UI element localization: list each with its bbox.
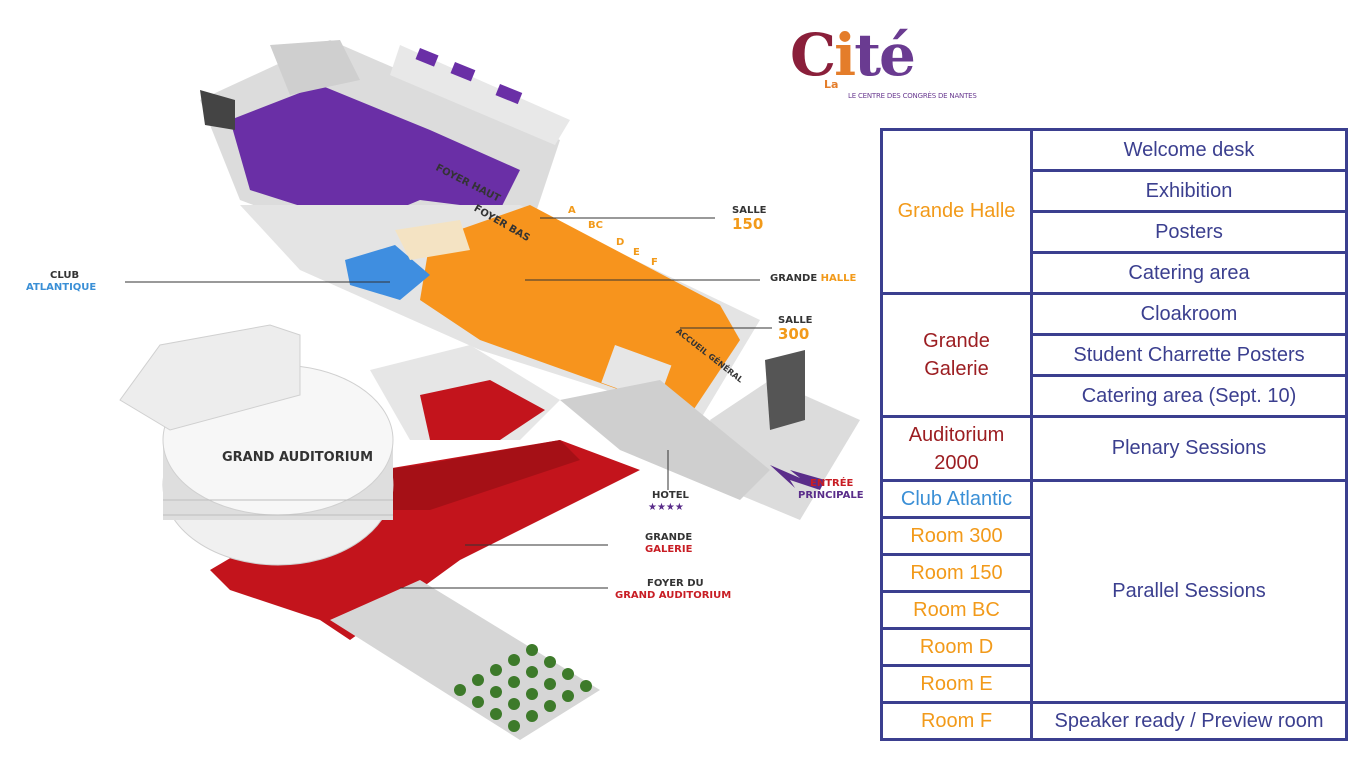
entrance-arrow-icon — [770, 465, 825, 490]
logo-subtitle: LE CENTRE DES CONGRÈS DE NANTES — [848, 92, 977, 100]
room-letter-e: E — [633, 247, 640, 258]
lower-room-red — [420, 380, 545, 440]
club-atlantique-zone — [345, 245, 430, 300]
activity-parallel-sessions: Parallel Sessions — [1030, 479, 1348, 704]
room-letter-a: A — [568, 205, 576, 216]
table-row: Room E — [880, 664, 1347, 704]
table-row: Room 300 — [880, 516, 1347, 556]
venue-room-150: Room 150 — [880, 553, 1033, 593]
salle-300-label: SALLE 300 — [778, 315, 813, 343]
grande-galerie-label: GRANDE GALERIE — [645, 532, 693, 555]
table-row: Grande Galerie Cloakroom — [880, 292, 1348, 418]
table-row: Student Charrette Posters — [882, 333, 1348, 377]
table-row: Catering area — [882, 251, 1348, 295]
floor-plan-drawing — [119, 40, 860, 740]
activity-exhibition: Exhibition — [1030, 169, 1348, 213]
garden-walkway — [330, 580, 600, 740]
activity-catering-area: Catering area — [1030, 251, 1348, 295]
room-letter-f: F — [651, 257, 658, 268]
la-cite-logo: Cité La LE CENTRE DES CONGRÈS DE NANTES — [790, 22, 1000, 104]
room-letter-d: D — [616, 237, 625, 248]
hotel-stars-icon: ★★★★ — [648, 502, 684, 513]
activity-student-charrette-posters: Student Charrette Posters — [1030, 333, 1348, 377]
garden-trees — [454, 644, 592, 732]
grande-halle-label: GRANDE HALLE — [770, 273, 857, 284]
activity-welcome-desk: Welcome desk — [1030, 128, 1348, 172]
activity-plenary-sessions: Plenary Sessions — [1030, 415, 1348, 482]
venue-club-atlantic: Club Atlantic — [880, 479, 1033, 519]
activity-posters: Posters — [1030, 210, 1348, 254]
label-leader-lines — [125, 217, 772, 589]
venue-room-e: Room E — [880, 664, 1033, 704]
venue-room-300: Room 300 — [880, 516, 1033, 556]
table-row: Posters — [882, 210, 1348, 254]
logo-la: La — [824, 78, 839, 91]
table-row: Room D — [880, 627, 1347, 667]
grande-galerie-zone — [210, 440, 640, 640]
room-letter-bc: BC — [588, 220, 603, 231]
table-row: Auditorium 2000 Plenary Sessions — [880, 415, 1348, 482]
entree-principale-label: ENTRÉE PRINCIPALE — [798, 478, 864, 501]
logo-wordmark: Cité — [790, 21, 916, 89]
venue-room-d: Room D — [880, 627, 1033, 667]
table-row: Grande Halle Welcome desk — [880, 128, 1348, 295]
hotel-block — [560, 380, 770, 500]
activity-cloakroom: Cloakroom — [1030, 292, 1348, 336]
upper-block — [270, 40, 360, 95]
table-row: Room 150 — [880, 553, 1347, 593]
activity-speaker-ready: Speaker ready / Preview room — [1030, 701, 1348, 741]
upper-wall — [200, 90, 235, 130]
foyer-grand-auditorium-label: FOYER DU GRAND AUDITORIUM — [615, 578, 732, 601]
grand-auditorium-label: GRAND AUDITORIUM — [222, 450, 374, 465]
table-row: Club Atlantic Parallel Sessions — [880, 479, 1348, 704]
entrance-wall — [765, 350, 805, 430]
venue-grande-galerie: Grande Galerie — [880, 292, 1033, 418]
venue-room-f: Room F — [880, 701, 1033, 741]
table-row: Room F Speaker ready / Preview room — [880, 701, 1348, 741]
activity-catering-sept-10: Catering area (Sept. 10) — [1030, 374, 1348, 418]
upper-rooms-strip — [390, 45, 570, 145]
venue-activity-table: Grande Halle Welcome desk Exhibition Pos… — [880, 128, 1348, 741]
table-row: Catering area (Sept. 10) — [882, 374, 1348, 418]
venue-auditorium-2000: Auditorium 2000 — [880, 415, 1033, 482]
salle-150-label: SALLE 150 — [732, 205, 767, 233]
table-row: Exhibition — [882, 169, 1348, 213]
venue-room-bc: Room BC — [880, 590, 1033, 630]
venue-grande-halle: Grande Halle — [880, 128, 1033, 295]
foyer-haut-zone — [230, 85, 520, 225]
venue-floor-plan: FOYER HAUT FOYER BAS ACCUEIL GÉNÉRAL A B… — [26, 40, 864, 740]
table-row: Room BC — [880, 590, 1347, 630]
auditorium-stage-block — [119, 324, 301, 431]
club-atlantique-label: CLUB ATLANTIQUE — [26, 270, 97, 293]
hotel-label: HOTEL ★★★★ — [648, 490, 689, 513]
